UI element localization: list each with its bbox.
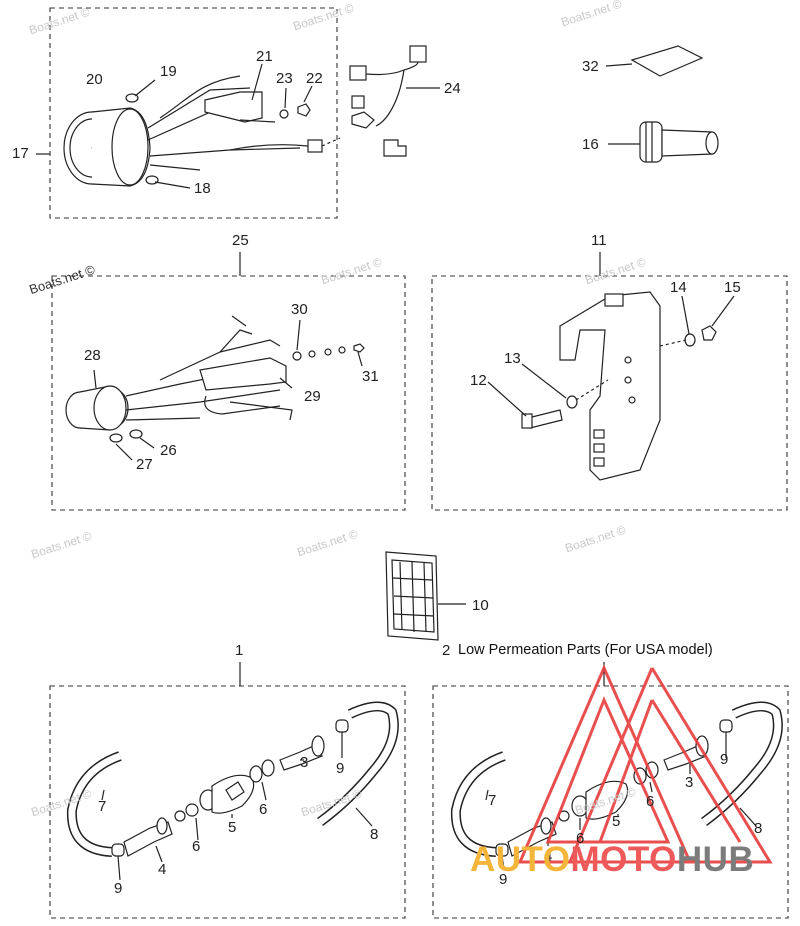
part-label-9-left-top: 9 (336, 760, 345, 777)
part-label-2: 2 (442, 642, 451, 659)
part-label-9-right-bottom: 9 (499, 871, 508, 888)
part-label-1: 1 (235, 642, 244, 659)
part-label-6-left-a: 6 (192, 838, 201, 855)
group-box-17 (49, 7, 338, 219)
logo-auto-text: AUTO (470, 840, 571, 879)
part-label-22: 22 (306, 70, 323, 87)
logo-triangle (517, 664, 773, 864)
part-label-5-left: 5 (228, 819, 237, 836)
part-label-16: 16 (582, 136, 599, 153)
part-label-26: 26 (160, 442, 177, 459)
part-label-6-right-a: 6 (576, 830, 585, 847)
part-label-6-right-b: 6 (646, 793, 655, 810)
part-label-17: 17 (12, 145, 29, 162)
logo-hub-text: HUB (676, 840, 755, 879)
group-box-25 (51, 275, 406, 511)
part-label-4-right: 4 (544, 848, 553, 865)
part-label-25: 25 (232, 232, 249, 249)
low-permeation-note: Low Permeation Parts (For USA model) (458, 642, 713, 658)
fuel-line-assembly-1 (66, 662, 399, 881)
part-label-3-left: 3 (300, 754, 309, 771)
logo-moto-text: MOTO (570, 840, 677, 879)
part-label-18: 18 (194, 180, 211, 197)
part-label-12: 12 (470, 372, 487, 389)
part-label-29: 29 (304, 388, 321, 405)
tach-assembly-25 (65, 252, 365, 461)
gauge-assembly-17 (36, 63, 341, 189)
bracket-assembly-11 (487, 252, 735, 481)
part-label-14: 14 (670, 279, 687, 296)
part-label-11: 11 (591, 232, 607, 249)
part-label-28: 28 (84, 347, 101, 364)
part-label-9-right-top: 9 (720, 751, 729, 768)
group-box-1 (49, 685, 406, 919)
part-label-8-right: 8 (754, 820, 763, 837)
part-label-3-right: 3 (685, 774, 694, 791)
part-label-9-left-bottom: 9 (114, 880, 123, 897)
fuel-line-assembly-2 (450, 662, 783, 871)
automotohub-logo: AUTOMOTOHUB (470, 840, 795, 884)
part-label-5-right: 5 (612, 813, 621, 830)
part-10-label-sticker (385, 551, 466, 641)
part-label-6-left-b: 6 (259, 801, 268, 818)
part-label-19: 19 (160, 63, 177, 80)
part-label-7-left: 7 (98, 798, 107, 815)
part-label-8-left: 8 (370, 826, 379, 843)
harness-24 (349, 45, 440, 157)
group-box-11 (431, 275, 788, 511)
part-label-31: 31 (362, 368, 379, 385)
part-label-15: 15 (724, 279, 741, 296)
part-label-13: 13 (504, 350, 521, 367)
group-box-2 (432, 685, 789, 919)
part-label-24: 24 (444, 80, 461, 97)
part-16 (608, 121, 719, 163)
part-label-21: 21 (256, 48, 273, 65)
part-label-32: 32 (582, 58, 599, 75)
part-label-10: 10 (472, 597, 489, 614)
part-label-7-right: 7 (488, 792, 497, 809)
part-label-27: 27 (136, 456, 153, 473)
part-label-30: 30 (291, 301, 308, 318)
part-label-23: 23 (276, 70, 293, 87)
part-label-20: 20 (86, 71, 103, 88)
part-label-4-left: 4 (158, 861, 167, 878)
part-32 (605, 45, 704, 77)
